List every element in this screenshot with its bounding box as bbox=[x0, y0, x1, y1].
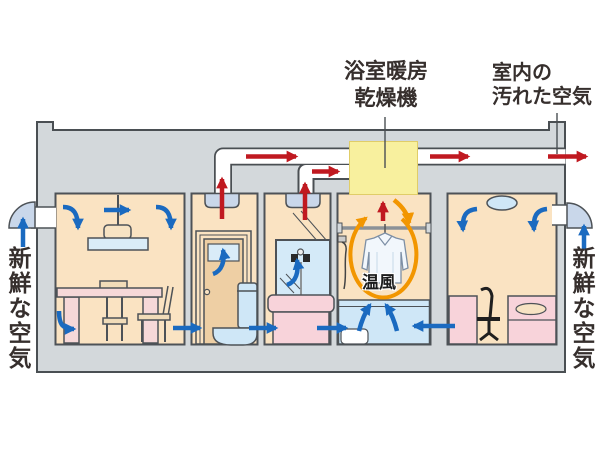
shirt-collar bbox=[377, 235, 393, 246]
mirror-glare bbox=[279, 277, 295, 294]
rod-bracket bbox=[425, 222, 432, 234]
bedroom-furniture bbox=[448, 195, 557, 345]
pillow bbox=[515, 302, 547, 316]
warm-air-loop bbox=[348, 216, 419, 300]
fresh-air-label-left: 新鮮な空気 bbox=[4, 246, 30, 371]
dining-chair-center bbox=[102, 297, 128, 341]
bath-dryer-label-line2: 乾燥機 bbox=[354, 86, 418, 110]
bath-dryer-label-line1: 浴室暖房 bbox=[344, 59, 428, 83]
hanging-shirt bbox=[361, 232, 409, 284]
desk bbox=[448, 295, 478, 345]
pendant-light-icon bbox=[87, 237, 149, 251]
airflow-arrow bbox=[286, 257, 305, 288]
washroom-fixtures bbox=[267, 210, 335, 345]
fresh-air-label-right: 新鮮な空気 bbox=[568, 246, 594, 371]
exhaust-air-arrows bbox=[216, 150, 589, 221]
warm-air-arrows bbox=[348, 198, 419, 300]
fresh-air-vent-right bbox=[566, 202, 593, 229]
mirror bbox=[275, 239, 331, 297]
airflow-arrow bbox=[56, 310, 77, 335]
intake-hole-right bbox=[552, 205, 567, 225]
dirty-air-label-line1: 室内の bbox=[492, 60, 552, 84]
door-knob bbox=[203, 288, 211, 296]
airflow-arrow bbox=[155, 204, 177, 231]
shower-icon bbox=[337, 235, 347, 290]
bath-dryer-label: 浴室暖房乾燥機 bbox=[327, 58, 445, 112]
bathtub bbox=[340, 328, 369, 345]
pointer-lines bbox=[384, 113, 558, 168]
airflow-arrow bbox=[527, 206, 548, 233]
intake-vents bbox=[8, 201, 593, 229]
office-chair bbox=[477, 287, 500, 342]
vanity-counter bbox=[267, 294, 335, 313]
bed bbox=[507, 295, 557, 345]
warm-air-arrow bbox=[392, 198, 415, 226]
table-leg bbox=[63, 296, 80, 344]
airflow-arrow bbox=[212, 247, 231, 277]
dining-table bbox=[56, 287, 163, 298]
dirty-air-label: 室内の汚れた空気 bbox=[492, 60, 592, 108]
ceiling-lamp-icon bbox=[486, 195, 518, 211]
wall-glare bbox=[292, 212, 320, 244]
ceiling-vents bbox=[204, 192, 321, 209]
bath-heater-dryer-unit bbox=[349, 141, 418, 195]
airflow-arrow bbox=[384, 303, 400, 332]
airflow-arrow bbox=[356, 303, 372, 332]
airflow-arrow bbox=[62, 204, 84, 231]
intake-hole-left bbox=[31, 207, 56, 228]
dining-room-furniture bbox=[56, 195, 174, 344]
rod-bracket bbox=[336, 222, 343, 234]
toilet-fixture bbox=[212, 282, 258, 346]
warm-air-label: 温風 bbox=[362, 273, 396, 293]
fresh-air-arrows bbox=[17, 204, 590, 335]
pendant-body bbox=[103, 224, 132, 240]
dirty-air-label-line2: 汚れた空気 bbox=[492, 84, 592, 108]
airflow-arrow bbox=[456, 206, 478, 233]
dining-chair-right bbox=[137, 285, 174, 342]
